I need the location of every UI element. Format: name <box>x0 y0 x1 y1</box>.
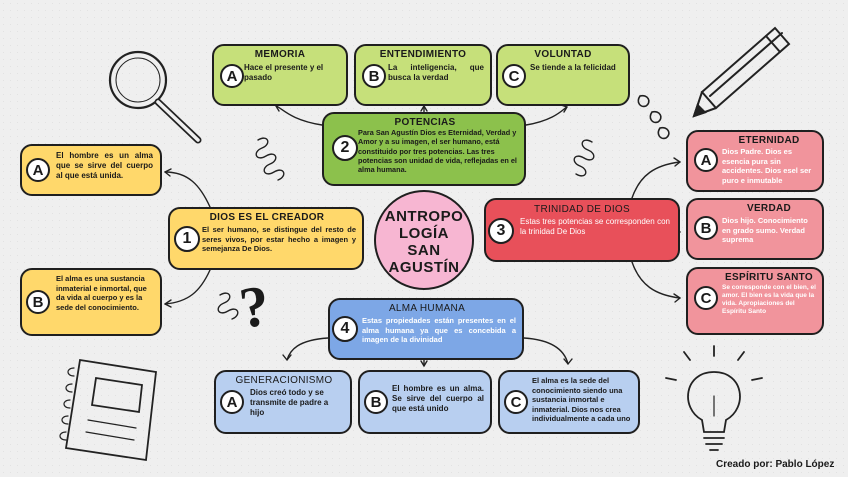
notebook-icon <box>59 358 157 462</box>
alma-c-box: El alma es la sede del conocimiento sien… <box>498 370 640 434</box>
entendimiento-text: La inteligencia, que busca la verdad <box>388 63 484 83</box>
eternidad-box: ETERNIDAD Dios Padre. Dios es esencia pu… <box>686 130 824 192</box>
generacionismo-title: GENERACIONISMO <box>235 375 333 386</box>
eternidad-badge: A <box>694 148 718 172</box>
espiritu-santo-text: Se corresponde con el bien, el amor. El … <box>722 284 816 316</box>
alma-c-badge: C <box>504 390 528 414</box>
pencil-icon <box>692 26 791 118</box>
creador-b-text: El alma es una sustancia inmaterial e in… <box>56 274 147 312</box>
alma-text: Estas propiedades están presentes en el … <box>362 316 516 345</box>
entendimiento-box: ENTENDIMIENTO La inteligencia, que busca… <box>354 44 492 106</box>
entendimiento-title: ENTENDIMIENTO <box>379 49 467 60</box>
verdad-text: Dios hijo. Conocimiento en grado sumo. V… <box>722 216 808 245</box>
creador-title: DIOS ES EL CREADOR <box>209 212 325 223</box>
eternidad-title: ETERNIDAD <box>738 135 800 146</box>
alma-title: ALMA HUMANA <box>388 303 466 314</box>
voluntad-title: VOLUNTAD <box>534 49 592 60</box>
author-credit: Creado por: Pablo López <box>716 459 835 470</box>
center-title: ANTROPO LOGÍA SAN AGUSTÍN <box>384 208 464 277</box>
magnifier-icon <box>108 50 202 144</box>
alma-number-badge: 4 <box>332 316 358 342</box>
alma-b-box: El hombre es un alma. Se sirve del cuerp… <box>358 370 492 434</box>
potencias-number-badge: 2 <box>332 135 358 161</box>
alma-b-badge: B <box>364 390 388 414</box>
creador-number-badge: 1 <box>174 226 200 252</box>
espiritu-santo-badge: C <box>694 286 718 310</box>
alma-b-text: El hombre es un alma. Se sirve del cuerp… <box>392 384 484 414</box>
creador-a-badge: A <box>26 158 50 182</box>
potencias-box: POTENCIAS Para San Agustín Dios es Etern… <box>322 112 526 186</box>
verdad-badge: B <box>694 216 718 240</box>
verdad-title: VERDAD <box>746 203 792 214</box>
trinidad-number-badge: 3 <box>488 218 514 244</box>
generacionismo-badge: A <box>220 390 244 414</box>
drops-icon <box>637 94 670 140</box>
spring-icon <box>217 137 595 320</box>
trinidad-box: TRINIDAD DE DIOS Estas tres potencias se… <box>484 198 680 262</box>
trinidad-text: Estas tres potencias se corresponden con… <box>520 217 670 237</box>
creador-b-badge: B <box>26 290 50 314</box>
creador-a-text: El hombre es un alma que se sirve del cu… <box>56 151 153 181</box>
memoria-title: MEMORIA <box>254 49 306 60</box>
trinidad-title: TRINIDAD DE DIOS <box>534 204 630 215</box>
memoria-badge: A <box>220 64 244 88</box>
lightbulb-icon <box>665 345 763 451</box>
voluntad-badge: C <box>502 64 526 88</box>
creador-box: DIOS ES EL CREADOR El ser humano, se dis… <box>168 207 364 270</box>
potencias-text: Para San Agustín Dios es Eternidad, Verd… <box>358 128 517 175</box>
voluntad-text: Se tiende a la felicidad <box>530 63 616 72</box>
generacionismo-text: Dios creó todo y se transmite de padre a… <box>250 388 329 418</box>
creador-text: El ser humano, se distingue del resto de… <box>202 225 356 254</box>
entendimiento-badge: B <box>362 64 386 88</box>
potencias-title: POTENCIAS <box>394 117 456 128</box>
alma-c-text: El alma es la sede del conocimiento sien… <box>532 376 631 424</box>
eternidad-text: Dios Padre. Dios es esencia pura sin acc… <box>722 147 812 185</box>
espiritu-santo-title: ESPÍRITU SANTO <box>725 272 813 283</box>
alma-box: ALMA HUMANA Estas propiedades están pres… <box>328 298 524 360</box>
memoria-text: Hace el presente y el pasado <box>244 63 324 83</box>
center-node: ANTROPO LOGÍA SAN AGUSTÍN <box>374 190 474 290</box>
